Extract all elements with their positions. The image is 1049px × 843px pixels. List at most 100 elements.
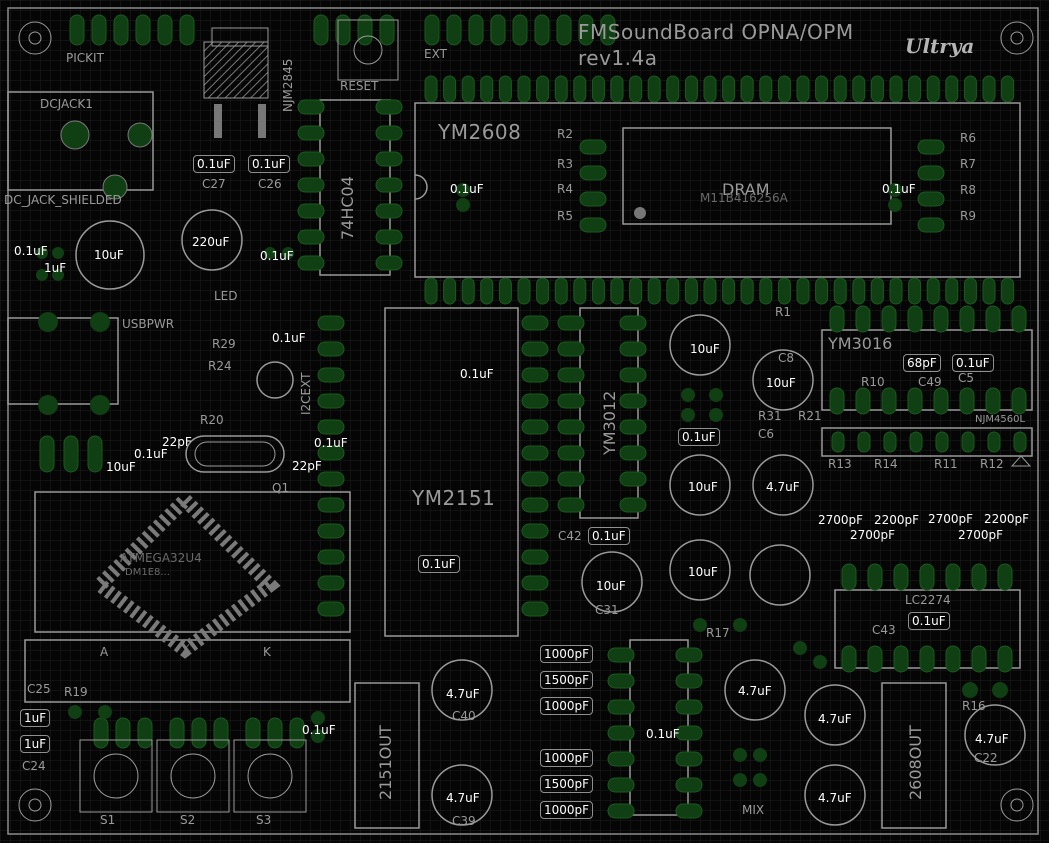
via-pad bbox=[311, 729, 325, 743]
lc2274-pin bbox=[919, 645, 935, 673]
value-cap-10-a: 10uF bbox=[690, 342, 720, 356]
mix-opamp-pin bbox=[607, 673, 635, 689]
ref-r7: R7 bbox=[960, 157, 976, 171]
ym2151-pin bbox=[521, 367, 549, 383]
electrolytic-capacitor-outline bbox=[181, 209, 243, 271]
value-c42: 0.1uF bbox=[588, 527, 630, 545]
ext-pin bbox=[490, 14, 506, 46]
ref-r10: R10 bbox=[861, 375, 885, 389]
ym3012-label: YM3012 bbox=[600, 390, 619, 455]
ref-r2: R2 bbox=[557, 127, 573, 141]
electrolytic-capacitor-outline bbox=[581, 551, 643, 613]
ym2151-pin bbox=[521, 315, 549, 331]
ym2151-pin bbox=[521, 471, 549, 487]
ym2608-pin bbox=[815, 277, 829, 305]
mix-opamp-pin bbox=[607, 803, 635, 819]
ym2608-pin bbox=[610, 277, 624, 305]
ym2151-pin bbox=[521, 549, 549, 565]
i2cext-label: I2CEXT bbox=[299, 372, 313, 415]
ym2608-pin bbox=[889, 277, 903, 305]
ym2608-pin bbox=[629, 277, 643, 305]
s1-label: S1 bbox=[100, 813, 116, 827]
ext-pin bbox=[600, 14, 616, 46]
mcu-label: ATMEGA32U4 bbox=[120, 551, 202, 565]
ref-c43: C43 bbox=[872, 623, 896, 637]
via-pad bbox=[36, 247, 48, 259]
ym2608-pin bbox=[796, 75, 810, 103]
electrolytic-capacitor-outline bbox=[964, 704, 1026, 766]
ym3012-pin bbox=[557, 445, 585, 461]
ref-r21: R21 bbox=[798, 409, 822, 423]
ym3016-pin bbox=[959, 387, 975, 415]
ym2608-pin bbox=[1001, 277, 1015, 305]
value-cap-2200-b: 2200pF bbox=[984, 512, 1030, 526]
ym2608-pin bbox=[424, 75, 438, 103]
ym3012-footprint bbox=[557, 307, 647, 519]
mix-label: MIX bbox=[742, 803, 765, 817]
ym2151-pin bbox=[317, 367, 345, 383]
value-crystal-cap-left: 22pF bbox=[162, 435, 192, 449]
ym2608-pin bbox=[759, 75, 773, 103]
ym2608-pin bbox=[722, 75, 736, 103]
njm4560-pin bbox=[909, 431, 923, 453]
value-c49: 68pF bbox=[903, 354, 941, 372]
ref-r20: R20 bbox=[200, 413, 224, 427]
value-cap-47-g: 4.7uF bbox=[975, 732, 1009, 746]
hc04-pin bbox=[297, 125, 325, 141]
dram-pin bbox=[917, 217, 945, 233]
value-cap-1-b: 1uF bbox=[20, 735, 51, 753]
lc2274-pin bbox=[997, 563, 1013, 591]
ym2608-pin bbox=[536, 75, 550, 103]
value-cap-47-c: 4.7uF bbox=[446, 791, 480, 805]
header-pin bbox=[87, 435, 103, 473]
via-pad bbox=[962, 682, 978, 698]
ym2608-pin bbox=[480, 75, 494, 103]
value-cap-left-01: 0.1uF bbox=[14, 244, 48, 258]
usbpwr-label: USBPWR bbox=[122, 317, 175, 331]
via-pad bbox=[52, 247, 64, 259]
ym2608-pin bbox=[908, 75, 922, 103]
ym2608-pin bbox=[684, 277, 698, 305]
led-a-label: A bbox=[100, 645, 109, 659]
pickit-pin bbox=[113, 14, 129, 46]
ext-pin bbox=[468, 14, 484, 46]
lc2274-pin bbox=[945, 645, 961, 673]
electrolytic-capacitor-outline bbox=[669, 314, 731, 376]
dram-footprint bbox=[579, 127, 945, 233]
njm4560-pin bbox=[831, 431, 845, 453]
via-pad bbox=[681, 408, 695, 422]
ref-r16: R16 bbox=[962, 699, 986, 713]
value-crystal-cap-right: 22pF bbox=[292, 459, 322, 473]
mcu-footprint bbox=[24, 490, 351, 703]
value-led-decoup: 0.1uF bbox=[272, 331, 306, 345]
dram-pin bbox=[917, 191, 945, 207]
value-c26: 0.1uF bbox=[248, 155, 290, 173]
via-pad bbox=[681, 388, 695, 402]
ref-r8: R8 bbox=[960, 183, 976, 197]
ym3012-pin bbox=[619, 471, 647, 487]
ref-r9: R9 bbox=[960, 209, 976, 223]
ym3016-pin bbox=[933, 305, 949, 333]
ym2151-pin bbox=[317, 341, 345, 357]
ym2608-pin bbox=[629, 75, 643, 103]
ym3016-footprint bbox=[821, 305, 1033, 415]
ym2608-pin bbox=[666, 277, 680, 305]
lc2274-pin bbox=[997, 645, 1013, 673]
dram-pin bbox=[579, 165, 607, 181]
value-cap-10-c: 10uF bbox=[688, 480, 718, 494]
ref-r6: R6 bbox=[960, 131, 976, 145]
ym2608-pin bbox=[610, 75, 624, 103]
ym3012-pin bbox=[619, 445, 647, 461]
ref-c6: C6 bbox=[758, 427, 775, 441]
ym2608-pin bbox=[517, 277, 531, 305]
switch-header-pin bbox=[93, 717, 109, 749]
ref-c27: C27 bbox=[202, 177, 226, 191]
dram-pin bbox=[579, 139, 607, 155]
ym3016-pin bbox=[1011, 387, 1027, 415]
ym2608-pin bbox=[759, 277, 773, 305]
lc2274-pin bbox=[971, 645, 987, 673]
mix-opamp-pin bbox=[675, 751, 703, 767]
ym2608-footprint bbox=[414, 75, 1021, 305]
ym3012-pin bbox=[557, 393, 585, 409]
ym2608-pin bbox=[852, 277, 866, 305]
